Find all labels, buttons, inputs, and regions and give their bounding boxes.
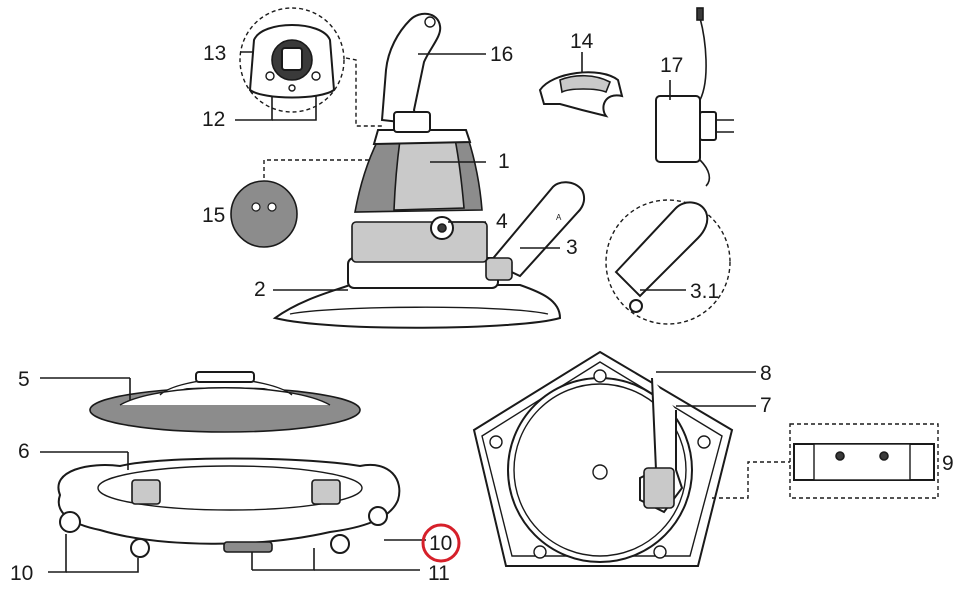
label-12: 12: [202, 108, 225, 131]
label-6: 6: [18, 440, 30, 463]
screw-right: [697, 435, 711, 449]
part-9-detail: [712, 423, 939, 499]
part-10-wheel-front-right: [368, 506, 388, 526]
label-16: 16: [490, 43, 513, 66]
label-3: 3: [566, 236, 578, 259]
part-6-latch-right: [311, 479, 341, 505]
screw-bottom-left: [533, 545, 547, 559]
main-unit-assembly: A: [272, 12, 586, 329]
detail-zoom-13-12: [239, 7, 345, 113]
detail-zoom-3-1: [605, 199, 731, 325]
label-5: 5: [18, 368, 30, 391]
part-17-cable: [699, 17, 707, 101]
label-8: 8: [760, 362, 772, 385]
part-16-handle-hole: [424, 16, 436, 28]
part-4-knob-center: [437, 223, 447, 233]
part-10-wheel-back-right: [330, 534, 350, 554]
part-13-socket-key: [281, 47, 303, 71]
zoom-circle-3-1: [605, 199, 731, 325]
part-12-screw-left: [265, 71, 275, 81]
screw-left: [489, 435, 503, 449]
part-10-wheel-back-left: [130, 538, 150, 558]
label-10-circled: 10: [429, 532, 452, 555]
label-15: 15: [202, 204, 225, 227]
part-16-handle-clip: [393, 111, 431, 133]
part-14-shading: [559, 74, 612, 94]
label-3-1: 3.1: [690, 280, 719, 303]
part-9-hole-right: [879, 451, 889, 461]
highlight-circle-label-10: [421, 523, 461, 563]
label-10: 10: [10, 562, 33, 585]
part-12-screw-right: [311, 71, 321, 81]
part-9-dashed-box: [789, 423, 939, 499]
part-15-disc: [230, 180, 298, 248]
part-6-latch-left: [131, 479, 161, 505]
part-3-hose-connector: [488, 181, 586, 278]
base-plate-center-hole: [592, 464, 608, 480]
part-10-wheels: [48, 506, 426, 573]
part-9-inset: [813, 443, 911, 481]
part-12-screw-bottom: [288, 84, 296, 92]
part-3-joint: [485, 257, 513, 281]
label-11: 11: [428, 562, 450, 585]
label-1: 1: [498, 150, 510, 173]
part-2-base-skirt: [272, 284, 562, 329]
part-15-hole-right: [267, 202, 277, 212]
part-5-screen-cover: [40, 371, 361, 433]
part-16-handle: [380, 12, 442, 126]
part-body-band: [351, 221, 488, 263]
part-14-clip: [538, 52, 624, 118]
part-11-rollers: [223, 541, 420, 571]
label-4: 4: [496, 210, 508, 233]
label-17: 17: [660, 54, 683, 77]
screw-top: [593, 369, 607, 383]
part-8-valve-block: [643, 467, 675, 509]
part-15-plug: [230, 180, 298, 248]
part-3-1-connector: [614, 201, 709, 298]
label-14: 14: [570, 30, 594, 53]
part-9-hole-left: [835, 451, 845, 461]
label-9: 9: [942, 452, 954, 475]
part-15-hole-left: [251, 202, 261, 212]
part-17-cable-tip: [696, 7, 704, 21]
part-top-cap: [372, 129, 472, 146]
part-5-top-clip: [195, 371, 255, 383]
part-3-1-pin: [629, 299, 643, 313]
part-6-frame: [40, 451, 401, 545]
part-6-frame-opening: [97, 465, 363, 511]
part-17-adapter-plug: [699, 111, 717, 141]
part-1-body-highlight: [393, 138, 465, 211]
part-17-adapter-body: [655, 95, 701, 163]
pentagon-base-plate: [472, 350, 756, 567]
zoom-circle-13-12: [239, 7, 345, 113]
part-2-skirt-inner: [289, 306, 549, 315]
label-2: 2: [254, 278, 266, 301]
part-17-cable-lower: [699, 159, 711, 187]
label-7: 7: [760, 394, 772, 417]
label-13: 13: [203, 42, 226, 65]
part-17-power-adapter: [655, 7, 734, 187]
part-3-marker: A: [556, 213, 562, 222]
part-11-roller-strip: [223, 541, 273, 553]
part-10-wheel-front-left: [59, 511, 81, 533]
screw-bottom-right: [653, 545, 667, 559]
